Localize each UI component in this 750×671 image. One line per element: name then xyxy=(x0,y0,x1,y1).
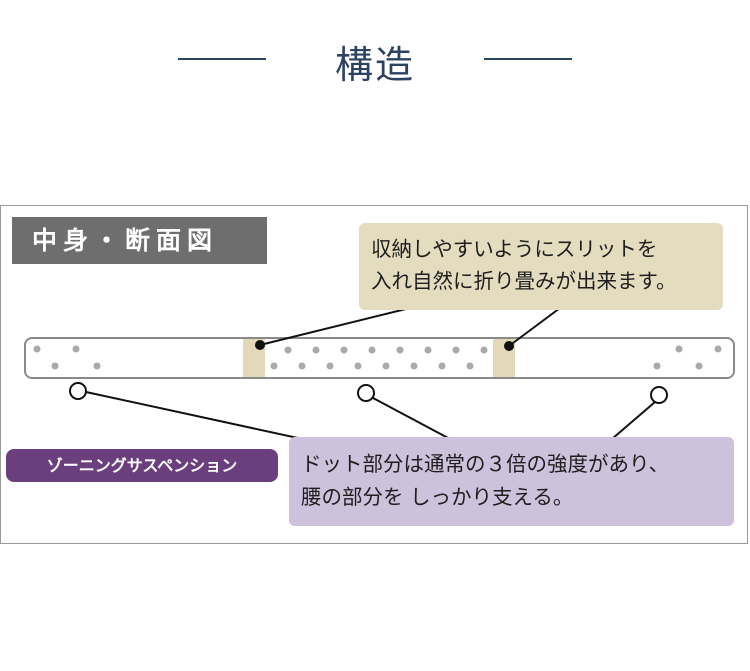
dot xyxy=(270,362,278,370)
leader-dot-slit-left xyxy=(255,340,265,350)
dot xyxy=(298,362,306,370)
dot xyxy=(675,345,683,353)
leader-line-slit-left xyxy=(259,307,411,346)
dot xyxy=(396,346,404,354)
heading-rule-right xyxy=(484,58,572,60)
leader-ring-dots-right xyxy=(650,386,668,404)
dot-note-line-1: ドット部分は通常の３倍の強度があり、 xyxy=(301,452,670,476)
leader-ring-dots-left xyxy=(69,382,87,400)
dot xyxy=(424,346,432,354)
leader-ring-dots-middle xyxy=(357,384,375,402)
dot xyxy=(354,362,362,370)
leader-line-dots-left xyxy=(85,391,331,446)
slit-note-line-2: 入れ自然に折り畳みが出来ます。 xyxy=(371,269,677,293)
dot-strength-note: ドット部分は通常の３倍の強度があり、 腰の部分を しっかり支える。 xyxy=(289,437,734,526)
dot xyxy=(714,345,722,353)
dot xyxy=(340,346,348,354)
dot xyxy=(368,346,376,354)
dots-right-segment xyxy=(653,345,722,370)
dot xyxy=(466,362,474,370)
dot xyxy=(452,346,460,354)
dot xyxy=(326,362,334,370)
slit-note-line-1: 収納しやすいようにスリットを xyxy=(371,237,658,261)
leader-dot-slit-right xyxy=(504,341,514,351)
mattress-body xyxy=(24,337,735,379)
dot xyxy=(93,362,101,370)
slit-note: 収納しやすいようにスリットを 入れ自然に折り畳みが出来ます。 xyxy=(359,223,723,310)
dot xyxy=(410,362,418,370)
dot xyxy=(695,362,703,370)
dot xyxy=(72,345,80,353)
heading-rule-left xyxy=(178,58,266,60)
dots-left-segment xyxy=(33,345,101,370)
dot xyxy=(382,362,390,370)
dot xyxy=(312,346,320,354)
dots-middle-segment xyxy=(270,346,488,370)
dot-note-line-2: 腰の部分を しっかり支える。 xyxy=(301,485,574,509)
dot xyxy=(653,362,661,370)
page-title: 構造 xyxy=(334,43,415,87)
dot xyxy=(480,346,488,354)
dot xyxy=(33,345,41,353)
leader-line-slit-right xyxy=(508,307,561,347)
section-heading: 構造 xyxy=(0,28,750,88)
zoning-suspension-tag: ゾーニングサスペンション xyxy=(6,449,278,482)
dot xyxy=(51,362,59,370)
cross-section-tag: 中身・断面図 xyxy=(12,217,267,264)
dot xyxy=(284,346,292,354)
dot xyxy=(438,362,446,370)
